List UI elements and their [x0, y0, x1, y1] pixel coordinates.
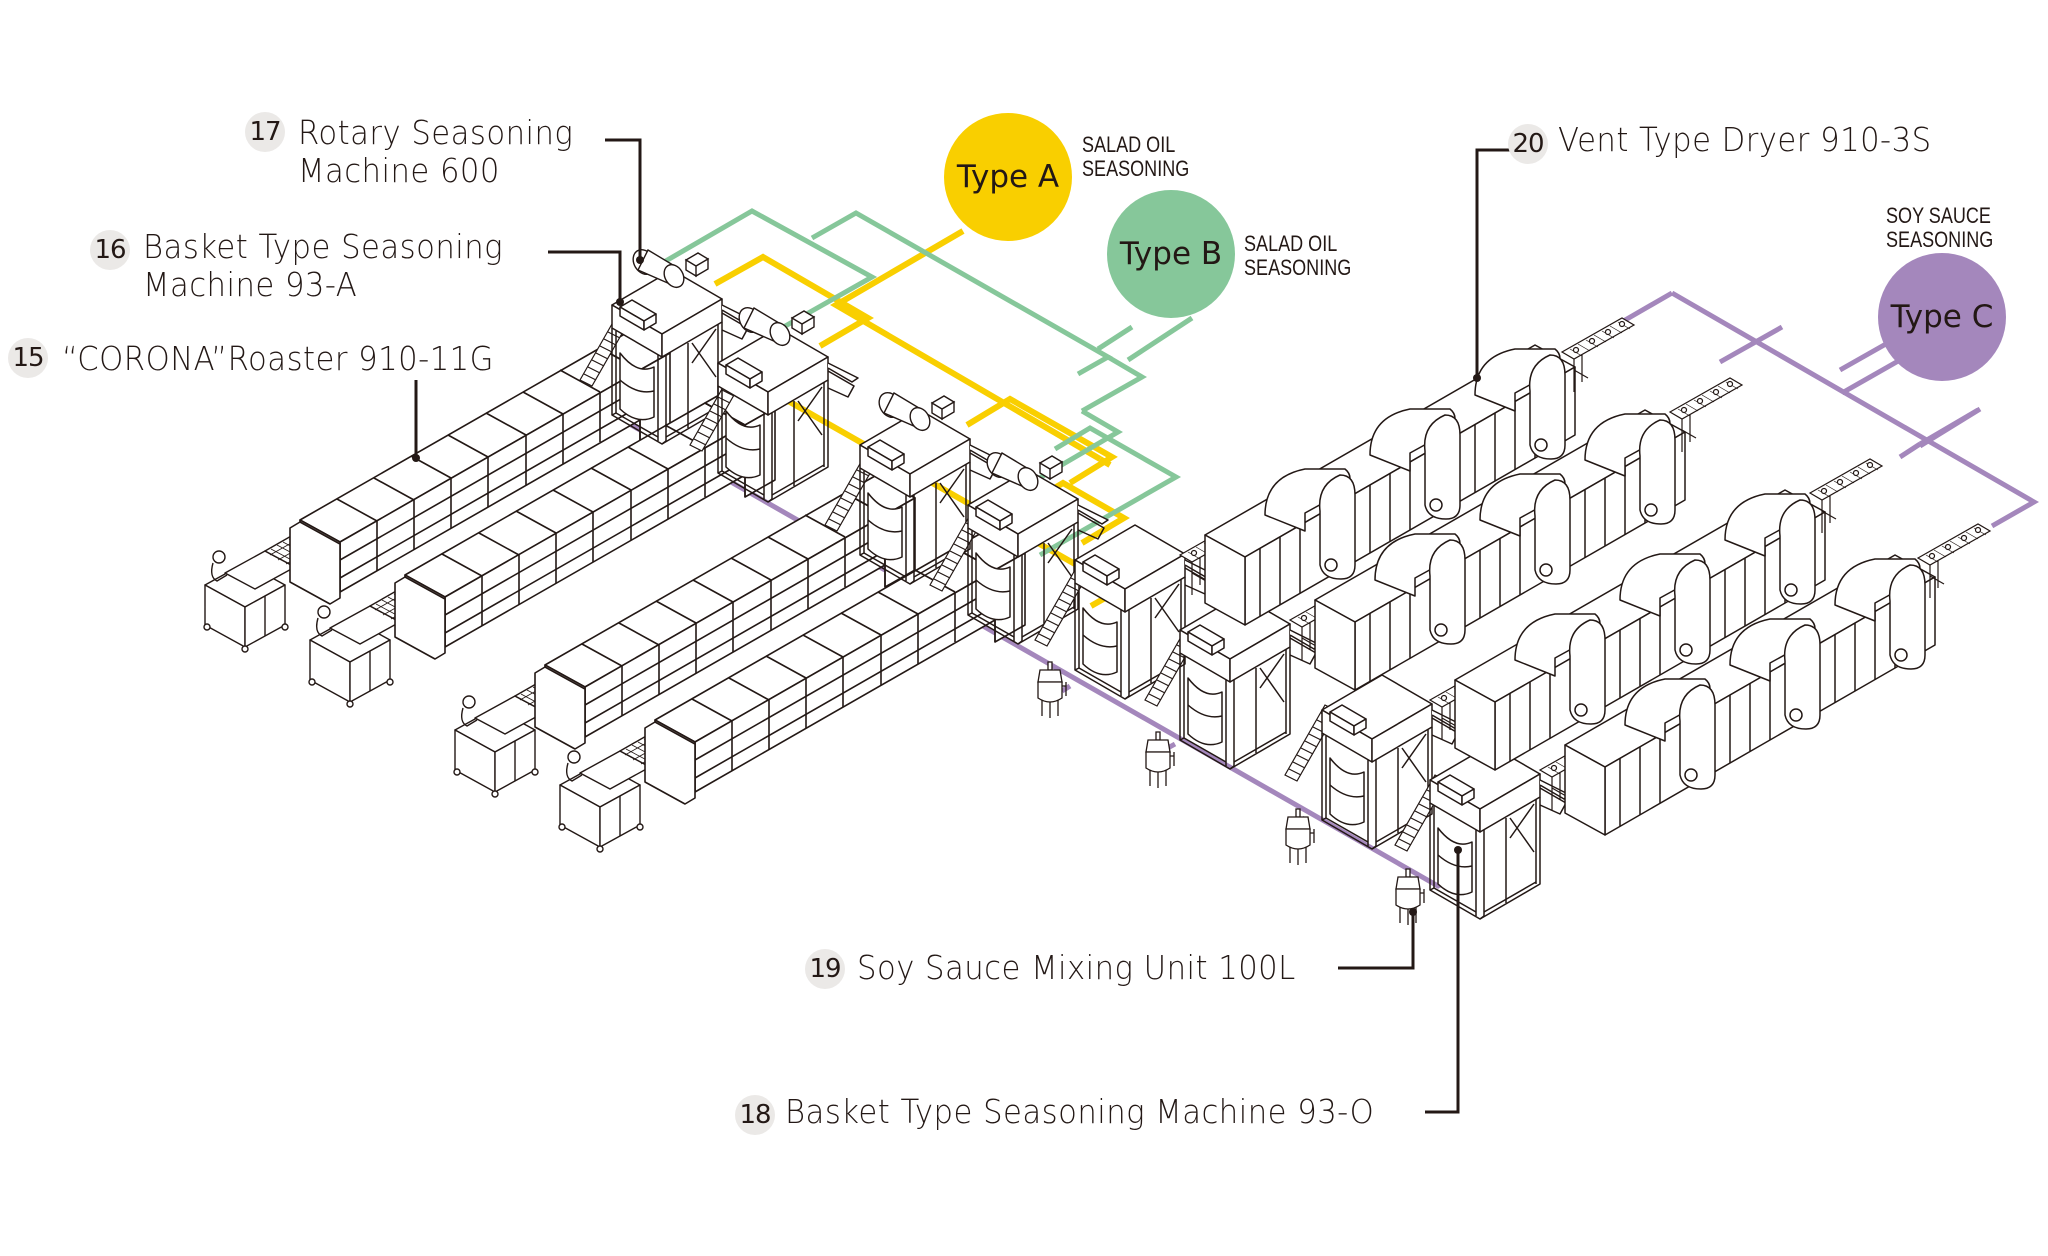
type-a-badge: Type A [944, 113, 1072, 241]
type-a-label: Type A [956, 159, 1060, 195]
type-b-badge: Type B [1107, 190, 1235, 318]
leader-lines [414, 138, 1512, 1114]
callout-17-label: Rotary Seasoning Machine 600 [298, 113, 574, 190]
callout-16-number: 16 [90, 230, 130, 270]
leader-20 [1475, 148, 1512, 378]
type-b-caption: SALAD OIL SEASONING [1244, 231, 1352, 280]
callout-19-label: Soy Sauce Mixing Unit 100L [857, 948, 1296, 987]
type-c-label: Type C [1890, 299, 1994, 335]
leader-16 [548, 250, 622, 302]
leader-19 [1338, 912, 1415, 970]
callout-18-number: 18 [735, 1095, 775, 1135]
type-b-label: Type B [1119, 236, 1223, 272]
callout-20-number: 20 [1508, 124, 1548, 164]
soy-sauce-mixer-2[interactable] [1145, 731, 1175, 789]
callout-15-label: “CORONA”Roaster 910-11G [62, 339, 494, 378]
leader-dots [412, 256, 1481, 916]
callout-15-number: 15 [8, 338, 48, 378]
soy-sauce-mixer-3[interactable] [1285, 808, 1315, 866]
callout-16-label: Basket Type Seasoning Machine 93-A [143, 227, 504, 304]
callout-19-number: 19 [805, 949, 845, 989]
callout-18-label: Basket Type Seasoning Machine 93-O [785, 1092, 1375, 1131]
type-c-badge: Type C [1878, 253, 2006, 381]
callout-17-number: 17 [245, 112, 285, 152]
type-c-caption: SOY SAUCE SEASONING [1886, 203, 1994, 252]
callout-20-label: Vent Type Dryer 910-3S [1558, 120, 1932, 159]
leader-18 [1425, 850, 1460, 1114]
type-a-caption: SALAD OIL SEASONING [1082, 132, 1190, 181]
leader-17 [605, 138, 642, 260]
